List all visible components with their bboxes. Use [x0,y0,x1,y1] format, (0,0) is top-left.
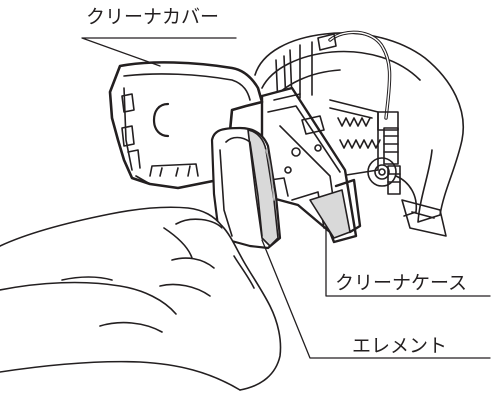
element [210,126,282,250]
leader-cleaner-case [325,225,491,297]
cleaner-case [260,86,362,244]
leader-element [261,239,491,359]
leader-lines [81,37,491,359]
label-cleaner-case: クリーナケース [335,272,468,294]
hand [0,206,282,391]
label-element: エレメント [352,335,448,357]
leader-cleaner-cover [81,37,237,67]
label-cleaner-cover: クリーナカバー [86,6,220,28]
engine-body [254,30,464,237]
